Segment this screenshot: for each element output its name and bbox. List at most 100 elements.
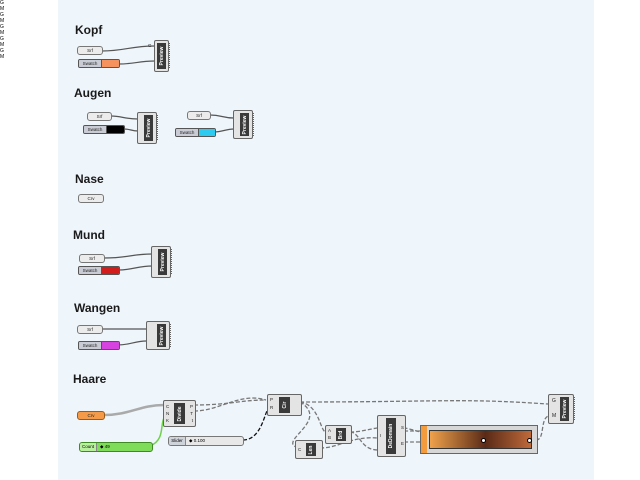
wire <box>193 397 267 412</box>
count-slider[interactable]: Count ◆ 49 <box>79 442 153 452</box>
preview-port-g-label: G <box>0 24 4 30</box>
preview-port-m-label: M <box>0 18 5 24</box>
preview-output-grip <box>169 324 171 347</box>
swatch-label: Swatch <box>79 267 101 274</box>
swatch-label: Swatch <box>79 342 101 349</box>
group-title-haare: Haare <box>73 372 107 386</box>
dedomain-port-i: I <box>380 433 382 438</box>
wire <box>242 409 269 441</box>
gradient-component[interactable]: L0 L1 t <box>420 425 538 454</box>
length-port-c: C <box>298 447 302 452</box>
preview-port-m-label: M <box>0 30 5 36</box>
preview-output-grip <box>252 113 254 136</box>
group-title-wangen: Wangen <box>74 301 121 315</box>
swatch-label: Swatch <box>84 126 106 133</box>
wire <box>299 401 327 433</box>
divide-port-c: C <box>166 404 170 409</box>
preview-port-g-label: G <box>0 36 4 42</box>
preview-label: Preview <box>561 399 568 419</box>
length-label: Len <box>308 445 314 454</box>
number-slider[interactable]: Slider ◆ 0.100 <box>168 436 244 446</box>
colour-swatch[interactable]: Swatch <box>83 125 125 134</box>
swatch-colour <box>198 129 215 136</box>
divide-curve-component[interactable]: C N K Divide P T t <box>163 400 196 427</box>
wire <box>292 401 311 448</box>
preview-label: Preview <box>158 326 165 345</box>
length-component[interactable]: C Len <box>295 440 323 459</box>
preview-tab: Preview <box>144 115 153 141</box>
preview-port-m-label: M <box>0 6 5 12</box>
colour-swatch[interactable]: Swatch <box>78 341 120 350</box>
preview-component[interactable]: Preview <box>146 321 171 350</box>
gradient-grip[interactable] <box>527 438 532 443</box>
length-tab: Len <box>306 443 316 456</box>
srf-param[interactable]: Srf <box>87 112 112 121</box>
deconstruct-domain-component[interactable]: I DeDomain S E <box>377 415 406 457</box>
preview-port-g-label: G <box>0 12 4 18</box>
swatch-label: Swatch <box>79 60 101 67</box>
preview-output-grip <box>168 43 170 69</box>
preview-output-grip <box>156 115 158 141</box>
swatch-colour <box>101 342 119 349</box>
wire <box>209 114 235 119</box>
number-slider-value: ◆ 0.100 <box>189 438 205 443</box>
swatch-label: Swatch <box>176 129 198 136</box>
preview-port-m-label: M <box>0 54 5 60</box>
wire <box>149 417 165 447</box>
number-slider-label: Slider <box>169 437 186 445</box>
wire <box>110 115 139 120</box>
preview-tab: Preview <box>560 397 569 421</box>
group-title-kopf: Kopf <box>75 23 103 37</box>
dedomain-tab: DeDomain <box>386 418 396 454</box>
wire <box>213 128 235 133</box>
preview-component[interactable]: Preview <box>233 110 254 139</box>
srf-param[interactable]: Srf <box>77 325 103 334</box>
bounds-component[interactable]: A B Brd <box>325 425 352 444</box>
preview-label: Preview <box>145 118 152 138</box>
colour-swatch[interactable]: Swatch <box>78 59 120 68</box>
circle-port-r: R <box>270 405 274 410</box>
preview-component[interactable]: Preview <box>151 246 172 278</box>
preview-label: Preview <box>241 115 248 134</box>
srf-param[interactable]: Srf <box>187 111 211 120</box>
divide-label: Divide <box>176 405 183 422</box>
bounds-label: Brd <box>338 430 344 439</box>
circle-tab: Cir <box>279 397 290 413</box>
crv-param[interactable]: Crv <box>78 194 104 203</box>
preview-component[interactable]: Preview <box>137 112 158 144</box>
preview-label: Preview <box>159 252 166 272</box>
preview-component[interactable]: G M Preview <box>548 394 575 424</box>
wire <box>349 431 379 451</box>
divide-port-tt: t <box>191 418 193 423</box>
preview-port-g-label: G <box>0 0 4 6</box>
divide-port-p: P <box>189 404 193 409</box>
preview-tab: Preview <box>157 43 166 69</box>
bounds-port-a: A <box>328 428 332 433</box>
swatch-colour <box>101 267 119 274</box>
preview-component[interactable]: G Preview <box>148 40 170 72</box>
dedomain-port-e: E <box>400 441 404 446</box>
divide-port-k: K <box>166 418 170 423</box>
gradient-grip[interactable] <box>481 438 486 443</box>
wire <box>117 265 153 271</box>
divide-port-n: N <box>166 411 170 416</box>
count-slider-value: ◆ 49 <box>100 444 110 449</box>
group-title-nase: Nase <box>75 172 104 186</box>
wire <box>193 399 267 406</box>
preview-port-m-label: M <box>0 42 5 48</box>
preview-port-g-label: G <box>552 398 556 404</box>
wire <box>101 45 156 52</box>
preview-tab: Preview <box>157 324 166 347</box>
crv-param[interactable]: Crv <box>77 411 105 420</box>
wire <box>118 60 156 65</box>
swatch-colour <box>101 60 119 67</box>
circle-component[interactable]: P R Cir <box>267 394 302 416</box>
preview-label: Preview <box>158 46 165 66</box>
preview-output-grip <box>170 249 172 275</box>
srf-param[interactable]: Srf <box>77 46 103 55</box>
colour-swatch[interactable]: Swatch <box>175 128 216 137</box>
preview-port-g: G <box>148 43 152 48</box>
colour-swatch[interactable]: Swatch <box>78 266 120 275</box>
srf-param[interactable]: Srf <box>79 254 105 263</box>
